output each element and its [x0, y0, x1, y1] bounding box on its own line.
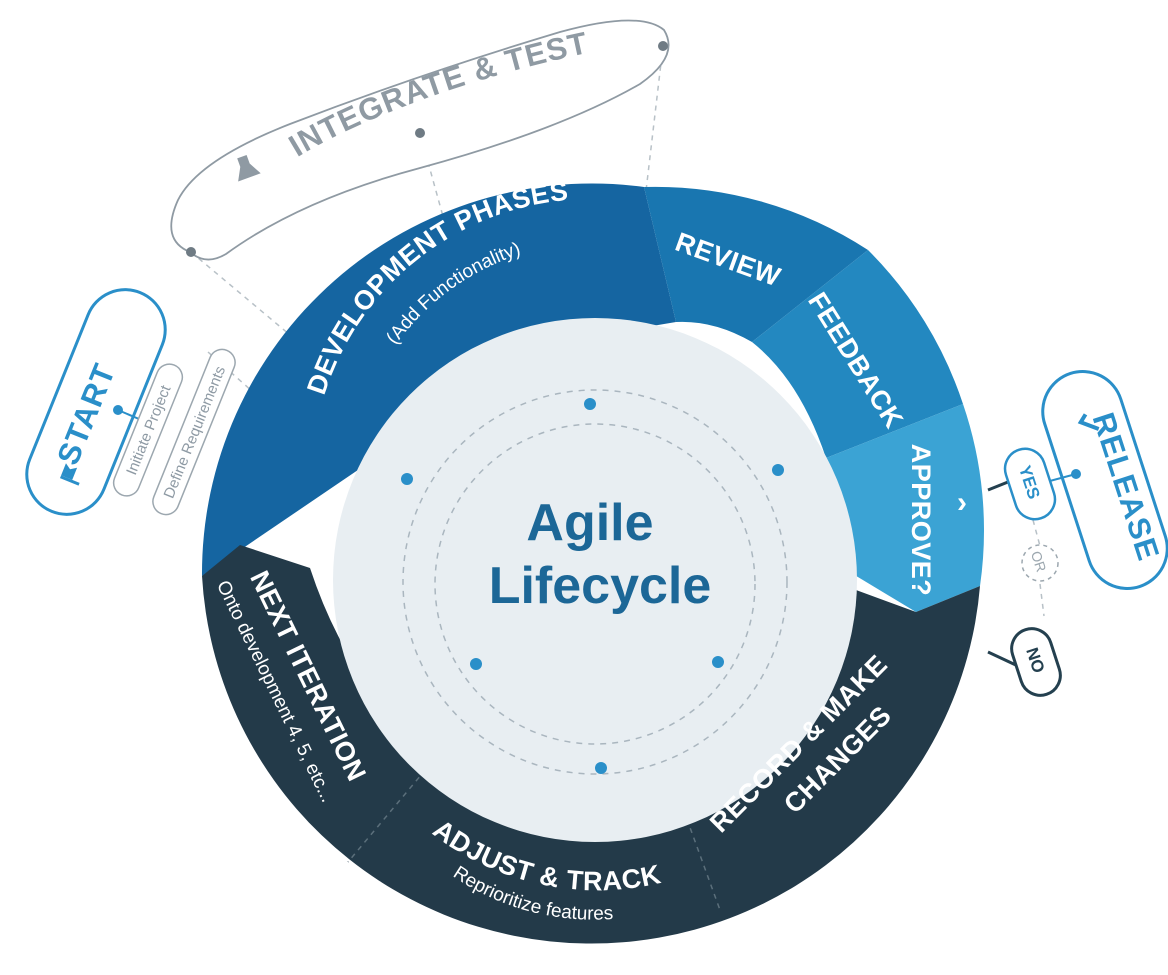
orbit-dot	[584, 398, 596, 410]
or-circle	[1021, 544, 1059, 582]
orbit-dot	[470, 658, 482, 670]
decision-options: YES OR NO	[1003, 447, 1062, 697]
flag-icon	[59, 463, 80, 486]
chevron-right-icon: ›	[957, 486, 967, 519]
orbit-inner	[434, 423, 756, 745]
checkmark-icon	[1077, 413, 1100, 431]
approve-title: APPROVE?	[906, 444, 936, 597]
connector-integrate-left	[190, 251, 297, 341]
divider-next-adjust	[347, 761, 433, 863]
step-pill	[152, 348, 236, 516]
segment-feedback	[752, 250, 963, 458]
orbit-outer	[402, 389, 788, 775]
integrate-node	[415, 128, 425, 138]
inner-circle	[333, 318, 857, 842]
flask-icon	[237, 155, 261, 182]
orbit-dot	[401, 473, 413, 485]
center-title-line2: Lifecycle	[489, 557, 712, 615]
release-pill	[1041, 370, 1168, 590]
segment-approve	[826, 404, 985, 612]
step-pill	[112, 363, 184, 497]
integrate-node	[658, 41, 668, 51]
integrate-node	[186, 247, 196, 257]
connector-or-no	[1039, 583, 1045, 617]
integrate-pill	[170, 19, 670, 261]
yes-pill	[1003, 447, 1057, 521]
segment-review	[644, 186, 868, 342]
or-label: OR	[1028, 549, 1050, 574]
center-title-line1: Agile	[526, 494, 653, 552]
connector-no	[987, 650, 1019, 668]
segment-lower-dark	[202, 545, 980, 944]
orbit-dot	[595, 762, 607, 774]
start-callout: START Initiate Project Define Requiremen…	[25, 288, 236, 516]
orbit-dots	[401, 398, 784, 774]
orbit-dot	[772, 464, 784, 476]
no-pill	[1010, 627, 1062, 697]
orbit-dot	[712, 656, 724, 668]
connector-or-yes	[1032, 519, 1041, 547]
